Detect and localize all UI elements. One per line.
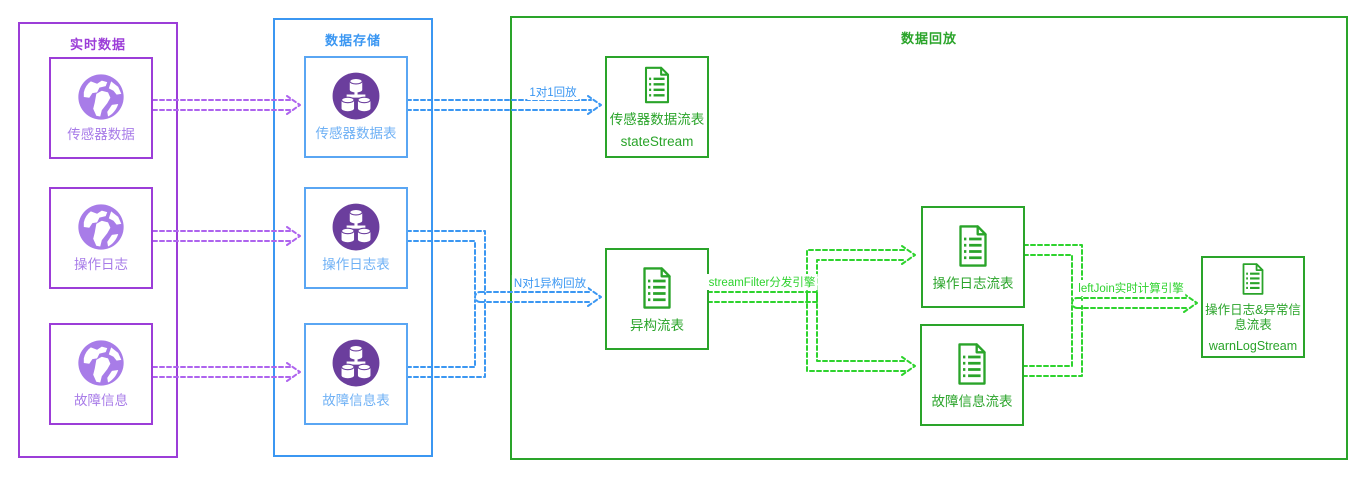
arrow-split-to-faultstream — [806, 296, 916, 376]
document-icon — [635, 63, 679, 107]
arrow-label-streamfilter: streamFilter分发引擎 — [706, 274, 818, 290]
group-title-playback: 数据回放 — [900, 31, 957, 46]
arrow-1to1-replay — [401, 95, 602, 115]
document-icon — [632, 263, 682, 313]
node-sensor-data: 传感器数据 — [49, 57, 153, 159]
arrow-oplog-to-table — [147, 226, 301, 246]
node-warn-log-stream: 操作日志&异常信息流表 warnLogStream — [1201, 256, 1305, 358]
group-realtime-data: 实时数据 传感器数据 操作日志 故障信息 — [18, 22, 178, 458]
node-label: 故障信息 — [74, 393, 128, 409]
node-label: 传感器数据 — [67, 127, 135, 143]
node-label: 故障信息流表 — [931, 394, 1013, 410]
database-icon — [331, 202, 381, 252]
globe-icon — [76, 202, 126, 252]
node-label: 传感器数据流表 — [609, 112, 705, 128]
node-state-stream: 传感器数据流表 stateStream — [605, 56, 709, 158]
node-label: 操作日志 — [74, 257, 128, 273]
node-fault-info: 故障信息 — [49, 323, 153, 425]
node-operation-log-stream: 操作日志流表 — [921, 206, 1025, 308]
node-sublabel: stateStream — [620, 134, 694, 149]
globe-icon — [76, 72, 126, 122]
database-icon — [331, 338, 381, 388]
arrow-fault-to-table — [147, 362, 301, 382]
node-hetero-stream: 异构流表 — [605, 248, 709, 350]
globe-icon — [76, 338, 126, 388]
arrow-label-leftjoin: leftJoin实时计算引擎 — [1076, 280, 1186, 296]
node-fault-info-stream: 故障信息流表 — [920, 324, 1024, 426]
database-icon — [331, 71, 381, 121]
node-sensor-data-table: 传感器数据表 — [304, 56, 408, 158]
arrow-hetero-out — [702, 291, 818, 303]
node-label: 操作日志表 — [322, 257, 390, 273]
arrow-n-to-1-replay — [474, 287, 602, 307]
arrow-label-n-to-1: N对1异构回放 — [511, 275, 589, 291]
node-label: 传感器数据表 — [315, 126, 397, 142]
arrow-faultstream-merge — [1017, 305, 1083, 377]
group-title-realtime: 实时数据 — [69, 37, 126, 52]
node-sublabel: warnLogStream — [1208, 338, 1298, 353]
document-icon — [948, 221, 998, 271]
node-fault-info-table: 故障信息表 — [304, 323, 408, 425]
group-data-playback: 数据回放 传感器数据流表 stateStream 异构流表 操作日志流表 故障信… — [510, 16, 1348, 460]
node-label: 故障信息表 — [322, 393, 390, 409]
arrow-split-to-oplogstream — [806, 245, 916, 298]
group-title-storage: 数据存储 — [324, 33, 381, 48]
document-icon — [947, 339, 997, 389]
arrow-leftjoin — [1071, 293, 1198, 313]
document-icon — [1234, 260, 1272, 298]
arrow-fault-merge — [401, 299, 486, 378]
arrow-oplog-merge — [401, 230, 486, 295]
node-operation-log-table: 操作日志表 — [304, 187, 408, 289]
arrow-oplogstream-merge — [1018, 244, 1083, 301]
arrow-sensor-to-table — [147, 95, 301, 115]
node-label: 操作日志流表 — [932, 276, 1014, 292]
node-label: 异构流表 — [630, 318, 684, 334]
node-label: 操作日志&异常信息流表 — [1205, 302, 1301, 333]
group-data-storage: 数据存储 传感器数据表 操作日志表 故障信息表 — [273, 18, 433, 457]
node-operation-log: 操作日志 — [49, 187, 153, 289]
arrow-label-1to1: 1对1回放 — [527, 84, 579, 100]
